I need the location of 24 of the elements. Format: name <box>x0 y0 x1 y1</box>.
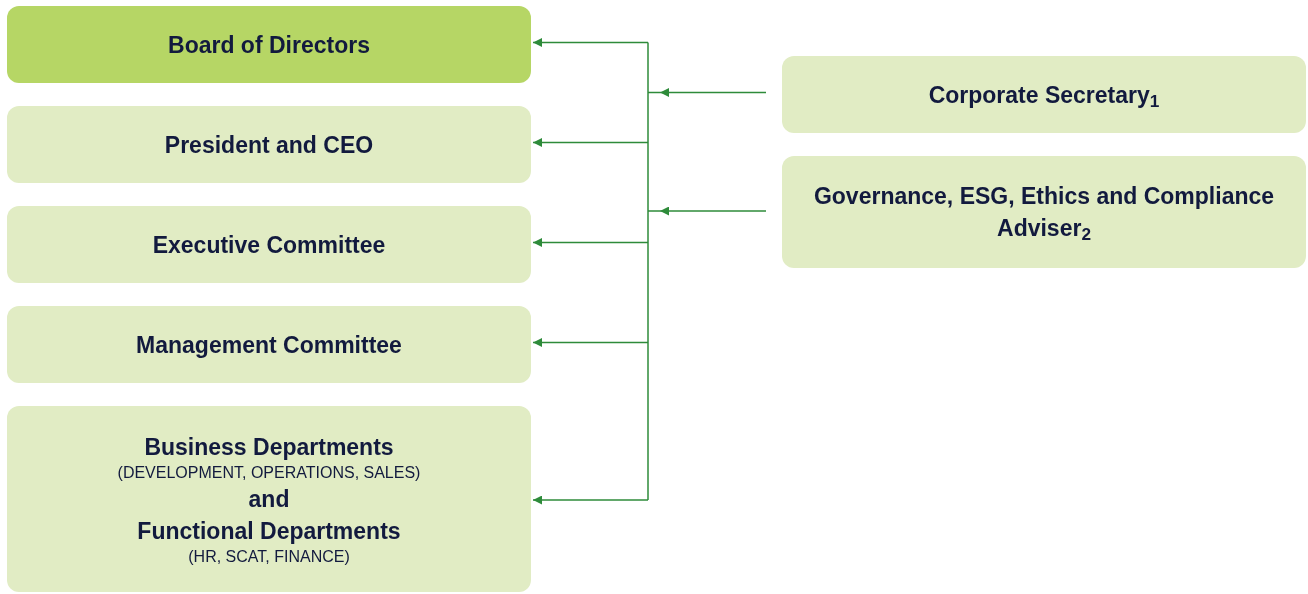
org-box <box>782 56 1306 133</box>
box-title: President and CEO <box>164 130 374 160</box>
org-box <box>7 406 531 592</box>
connector-line <box>647 41 649 501</box>
arrow <box>532 38 649 47</box>
box-title: Corporate Secretary$_{1}$ <box>928 80 1160 111</box>
box-title: Executive Committee <box>152 230 386 260</box>
box-title: and <box>248 485 290 514</box>
arrow <box>532 138 649 147</box>
box-title: Governance, ESG, Ethics and Compliance Adviser$_{2}$ <box>812 182 1276 244</box>
box-title: Business Departments <box>144 433 394 462</box>
arrow <box>532 495 649 505</box>
arrow <box>532 338 649 347</box>
box-title: Functional Departments <box>137 517 401 546</box>
org-box <box>7 206 531 283</box>
box-title: Board of Directors <box>168 30 370 60</box>
org-box <box>7 106 531 183</box>
org-box <box>7 306 531 383</box>
org-box <box>7 6 531 83</box>
box-title: Management Committee <box>136 330 402 360</box>
org-box <box>782 156 1306 268</box>
arrow <box>532 238 649 247</box>
box-subtitle: (HR, SCAT, FINANCE) <box>188 547 350 567</box>
box-subtitle: (DEVELOPMENT, OPERATIONS, SALES) <box>117 463 421 483</box>
